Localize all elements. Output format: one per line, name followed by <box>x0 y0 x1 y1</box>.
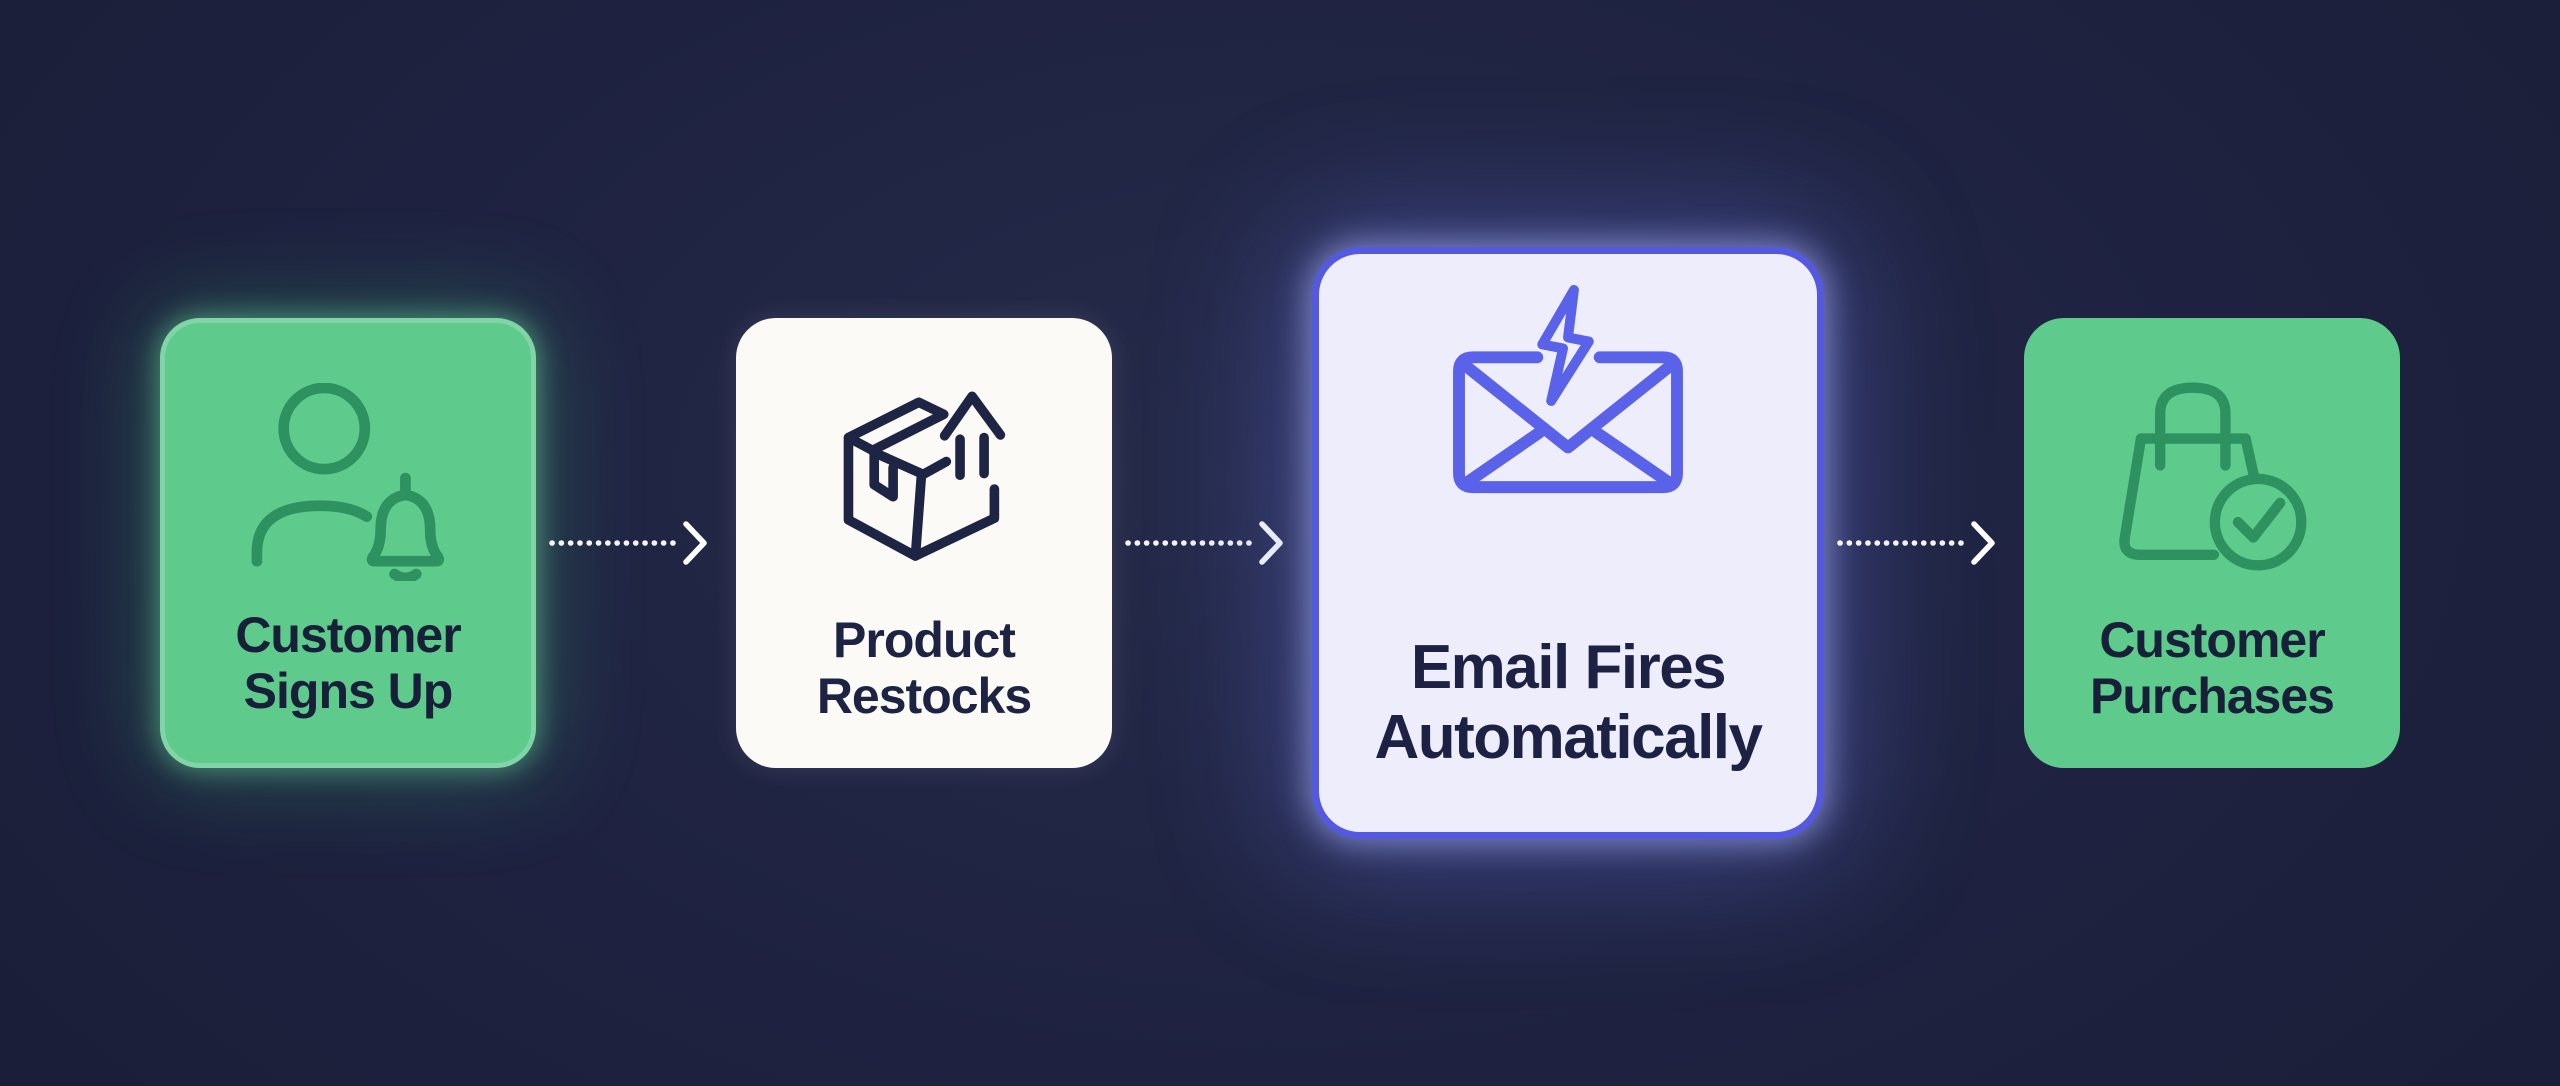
step-card-customer-purchases: Customer Purchases <box>2024 318 2400 768</box>
shopping-bag-check-icon <box>2116 374 2308 580</box>
step-card-customer-signs-up: Customer Signs Up <box>160 318 536 768</box>
step-label-line1: Customer <box>2099 612 2325 668</box>
step-label-line1: Customer <box>235 607 461 663</box>
step-label: Customer Signs Up <box>235 607 461 719</box>
step-card-product-restocks: Product Restocks <box>736 318 1112 768</box>
step-label: Product Restocks <box>816 612 1032 724</box>
step-label: Email Fires Automatically <box>1374 633 1763 772</box>
step-label-line2: Purchases <box>2090 668 2335 724</box>
user-bell-icon <box>249 379 447 585</box>
flow-row: Customer Signs Up <box>160 247 2400 839</box>
step-label-line2: Restocks <box>816 668 1032 724</box>
package-arrow-up-icon <box>821 374 1027 580</box>
step-label-line2: Automatically <box>1374 702 1763 772</box>
dotted-arrow-right-icon <box>1112 512 1312 574</box>
dotted-arrow-right-icon <box>1824 512 2024 574</box>
step-label-line1: Email Fires <box>1410 633 1727 703</box>
step-label: Customer Purchases <box>2090 612 2335 724</box>
step-card-email-fires-automatically: Email Fires Automatically <box>1312 247 1824 839</box>
dotted-arrow-right-icon <box>536 512 736 574</box>
step-label-line1: Product <box>833 612 1016 668</box>
envelope-lightning-icon <box>1449 278 1687 506</box>
step-label-line2: Signs Up <box>243 663 454 719</box>
